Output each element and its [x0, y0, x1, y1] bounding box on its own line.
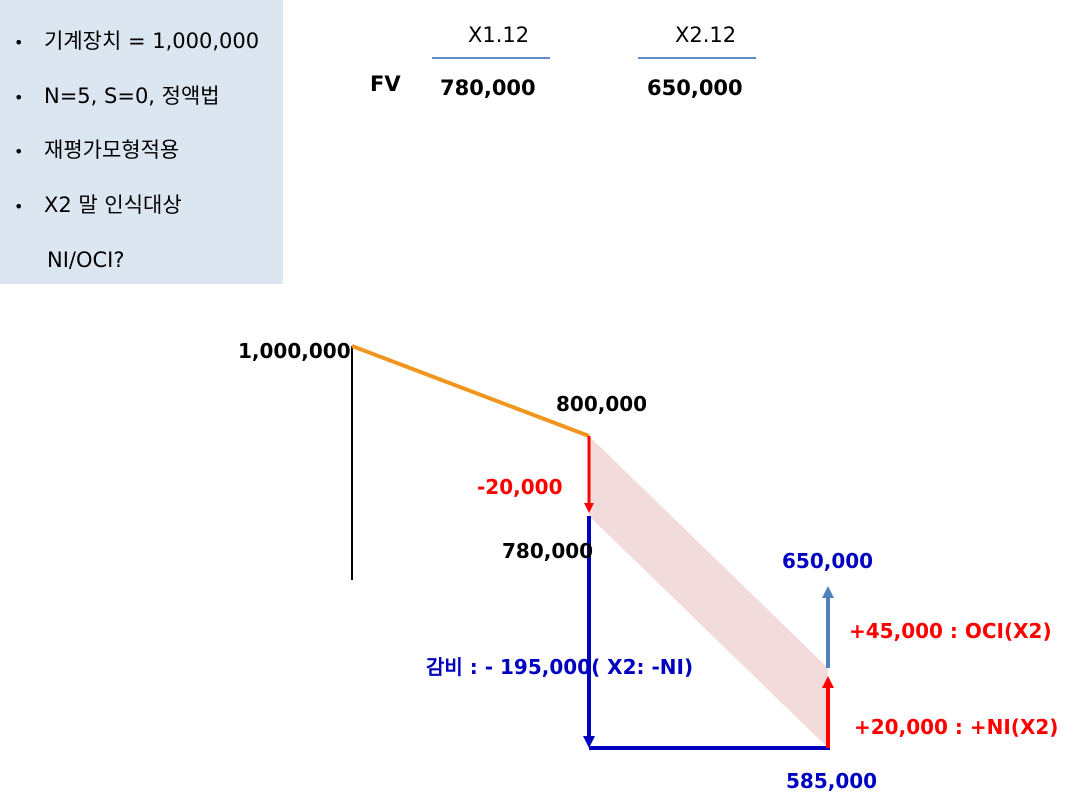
- label-oci: +45,000 : OCI(X2): [849, 619, 1052, 643]
- bullet-text: X2 말 인식대상: [44, 193, 182, 217]
- bullet-text: 기계장치 = 1,000,000: [44, 29, 260, 53]
- label-ni-recovery: +20,000 : +NI(X2): [854, 715, 1059, 739]
- label-reval-loss: -20,000: [477, 475, 563, 499]
- fv-col-header-x2: X2.12: [675, 23, 737, 47]
- bullet-icon: •: [14, 142, 24, 161]
- bullet-item-model: • 재평가모형적용: [14, 137, 179, 165]
- fv-col-underline-x1: [432, 57, 550, 59]
- fv-value-x1: 780,000: [440, 76, 536, 100]
- fv-row-label: FV: [370, 72, 401, 96]
- label-start-value: 1,000,000: [238, 339, 351, 363]
- label-x2-depreciation: 감비 : - 195,000( X2: -NI): [426, 655, 694, 679]
- depreciation-line-x1: [351, 344, 590, 438]
- label-book-x2: 585,000: [786, 769, 878, 793]
- bullet-text: 재평가모형적용: [44, 138, 180, 162]
- bullet-subline: NI/OCI?: [47, 248, 125, 272]
- label-fv-x2: 650,000: [782, 549, 874, 573]
- fv-value-x2: 650,000: [647, 76, 743, 100]
- bullet-icon: •: [14, 197, 24, 216]
- bullet-item-asset: • 기계장치 = 1,000,000: [14, 28, 259, 56]
- info-box: [0, 0, 283, 284]
- bullet-text: N=5, S=0, 정액법: [44, 84, 220, 108]
- fv-col-header-x1: X1.12: [468, 23, 530, 47]
- label-fv-x1: 780,000: [502, 539, 594, 563]
- depreciation-band: [589, 436, 828, 748]
- bullet-icon: •: [14, 88, 24, 107]
- fv-col-underline-x2: [638, 57, 756, 59]
- bullet-item-method: • N=5, S=0, 정액법: [14, 83, 220, 111]
- bullet-item-target: • X2 말 인식대상: [14, 192, 182, 220]
- bullet-icon: •: [14, 33, 24, 52]
- label-book-x1: 800,000: [556, 392, 648, 416]
